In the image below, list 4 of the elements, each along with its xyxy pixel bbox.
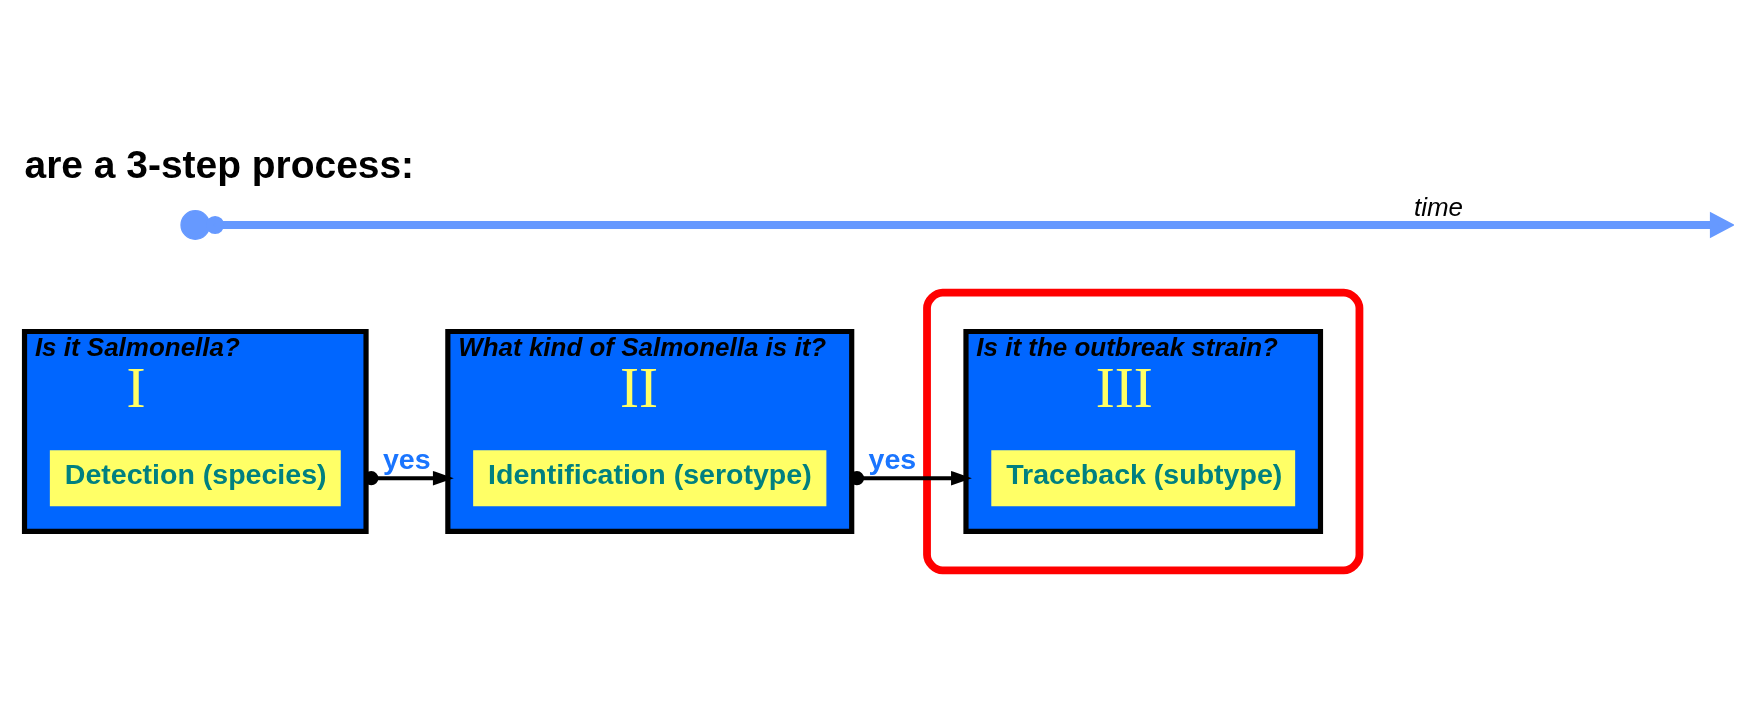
edge-label: time <box>1413 191 1464 222</box>
edge-label: yes <box>868 442 917 475</box>
diagram-title: are a 3-step process: <box>24 143 415 187</box>
edge-label: yes <box>382 442 431 475</box>
